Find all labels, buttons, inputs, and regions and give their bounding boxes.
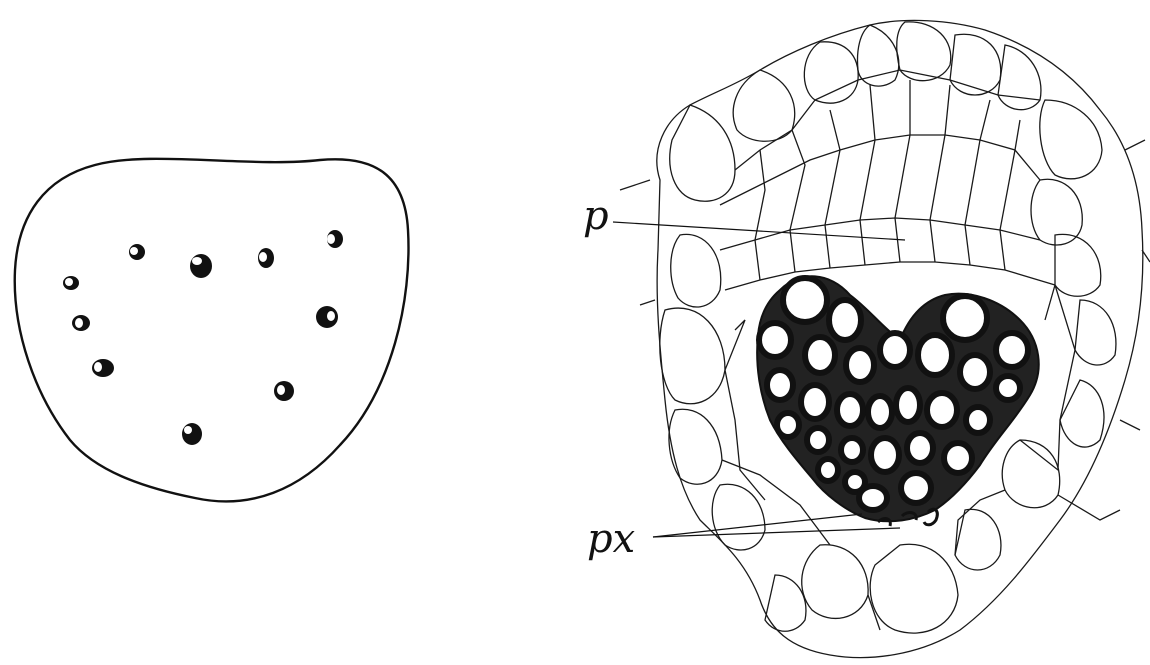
xylem-vessel — [756, 320, 794, 360]
xylem-vessel — [838, 435, 866, 465]
xylem-vessel — [826, 297, 864, 343]
xylem-vessel — [842, 469, 868, 495]
bundle-dot — [190, 254, 212, 278]
xylem-vessel — [868, 435, 902, 475]
xylem-vessel — [898, 470, 934, 506]
vascular-bundles — [63, 230, 343, 445]
parenchyma-cells — [619, 19, 1150, 659]
xylem-vessel — [764, 367, 796, 403]
bundle-dot — [129, 244, 145, 260]
label-px: px — [587, 516, 635, 562]
xylem-vessel — [843, 345, 877, 385]
bundle-dot — [327, 230, 343, 248]
bundle-dot — [63, 276, 79, 290]
xylem-vessel — [941, 440, 975, 476]
leader-line-p — [612, 221, 906, 241]
xylem-vessel — [904, 430, 936, 466]
xylem-vessel — [774, 410, 802, 440]
xylem-vessel — [877, 330, 913, 370]
xylem-vessel — [993, 330, 1031, 370]
annotation-p: p — [583, 193, 906, 241]
stem-outline — [13, 157, 410, 503]
xylem-vessel — [802, 334, 838, 376]
bundle-dot — [92, 359, 114, 377]
bundle-dot — [316, 306, 338, 328]
xylem-vessel — [834, 391, 866, 429]
xylem-vessel — [963, 404, 993, 436]
xylem-vessel — [993, 373, 1023, 403]
xylem-vessel — [798, 382, 832, 422]
xylem-vessel — [856, 483, 890, 513]
bundle-dot — [258, 248, 274, 268]
xylem-cluster — [756, 275, 1040, 527]
xylem-vessel — [865, 393, 895, 431]
bundle-dot — [182, 423, 202, 445]
protoxylem-marks — [876, 507, 939, 527]
stem-cross-section — [13, 157, 410, 503]
bundle-dot — [72, 315, 90, 331]
xylem-vessel — [804, 425, 832, 455]
xylem-vessel — [815, 456, 841, 484]
bundle-dot — [274, 381, 294, 401]
xylem-vessel — [940, 293, 990, 343]
xylem-vessel — [957, 352, 993, 392]
xylem-vessel — [924, 390, 960, 430]
xylem-vessel — [780, 275, 830, 325]
annotation-px: px — [587, 513, 901, 562]
xylem-vessel — [893, 385, 923, 425]
xylem-vessel — [915, 332, 955, 378]
label-p: p — [583, 193, 609, 239]
leader-line-px — [652, 527, 901, 538]
bundle-detail: p px — [583, 19, 1150, 659]
